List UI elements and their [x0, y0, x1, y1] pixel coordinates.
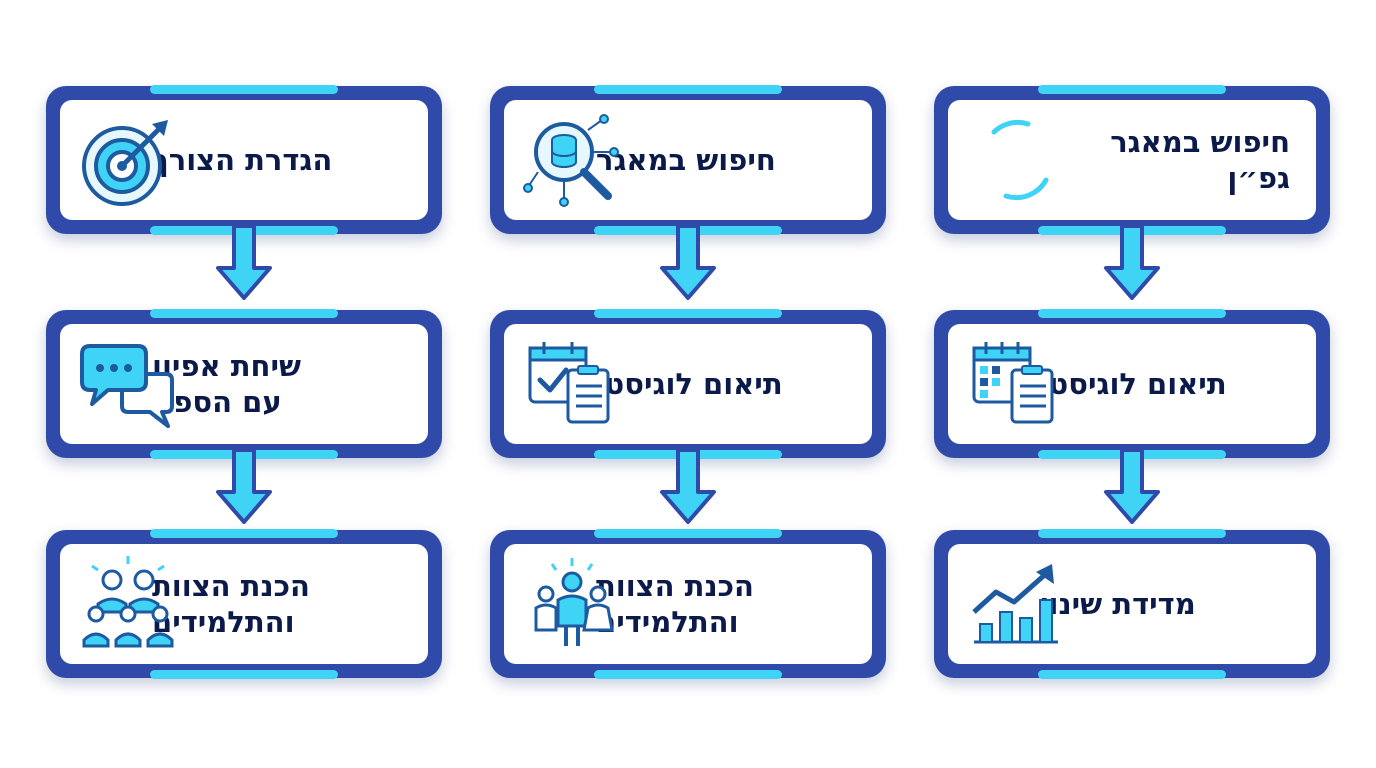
gafan-brand: גפ״ן: [1227, 161, 1290, 195]
step-card-col2-row2: תיאום לוגיסטי: [490, 309, 886, 459]
calendar-clipboard-icon: [972, 342, 1054, 424]
growth-chart-icon: [972, 564, 1058, 644]
step-label: שיחת אפיון עם הספק: [152, 349, 301, 419]
database-search-icon: [523, 114, 619, 207]
arrow-down-icon: [216, 226, 272, 300]
gafan-logo-icon: [991, 119, 1049, 201]
group-people-icon: [534, 558, 614, 646]
step-label: הגדרת הצורך: [152, 143, 333, 177]
step-card-col1-row1: חיפוש במאגר גפ״ן: [934, 85, 1330, 235]
team-icon: [82, 556, 174, 648]
step-card-col3-row2: שיחת אפיון עם הספק: [46, 309, 442, 459]
step-card-col3-row3: הכנת הצוות והתלמידים: [46, 529, 442, 679]
arrow-down-icon: [1104, 450, 1160, 524]
arrow-down-icon: [216, 450, 272, 524]
step-card-col3-row1: הגדרת הצורך: [46, 85, 442, 235]
step-label: הכנת הצוות והתלמידים: [152, 569, 310, 639]
arrow-down-icon: [660, 226, 716, 300]
calendar-check-clipboard-icon: [528, 342, 610, 424]
step-label: חיפוש במאגר: [596, 143, 776, 177]
arrow-down-icon: [1104, 226, 1160, 300]
step-card-col2-row1: חיפוש במאגר: [490, 85, 886, 235]
step-label: חיפוש במאגר גפ״ן: [1110, 125, 1290, 195]
target-arrow-icon: [82, 120, 168, 206]
chat-bubbles-icon: [80, 344, 174, 428]
step-card-col2-row3: הכנת הצוות והתלמידים: [490, 529, 886, 679]
arrow-down-icon: [660, 450, 716, 524]
step-card-col1-row2: תיאום לוגיסטי: [934, 309, 1330, 459]
step-label: הכנת הצוות והתלמידים: [596, 569, 754, 639]
step-label: תיאום לוגיסטי: [596, 367, 783, 401]
step-label: מדידת שינוי: [1040, 587, 1196, 621]
step-label: תיאום לוגיסטי: [1040, 367, 1227, 401]
step-card-col1-row3: מדידת שינוי: [934, 529, 1330, 679]
